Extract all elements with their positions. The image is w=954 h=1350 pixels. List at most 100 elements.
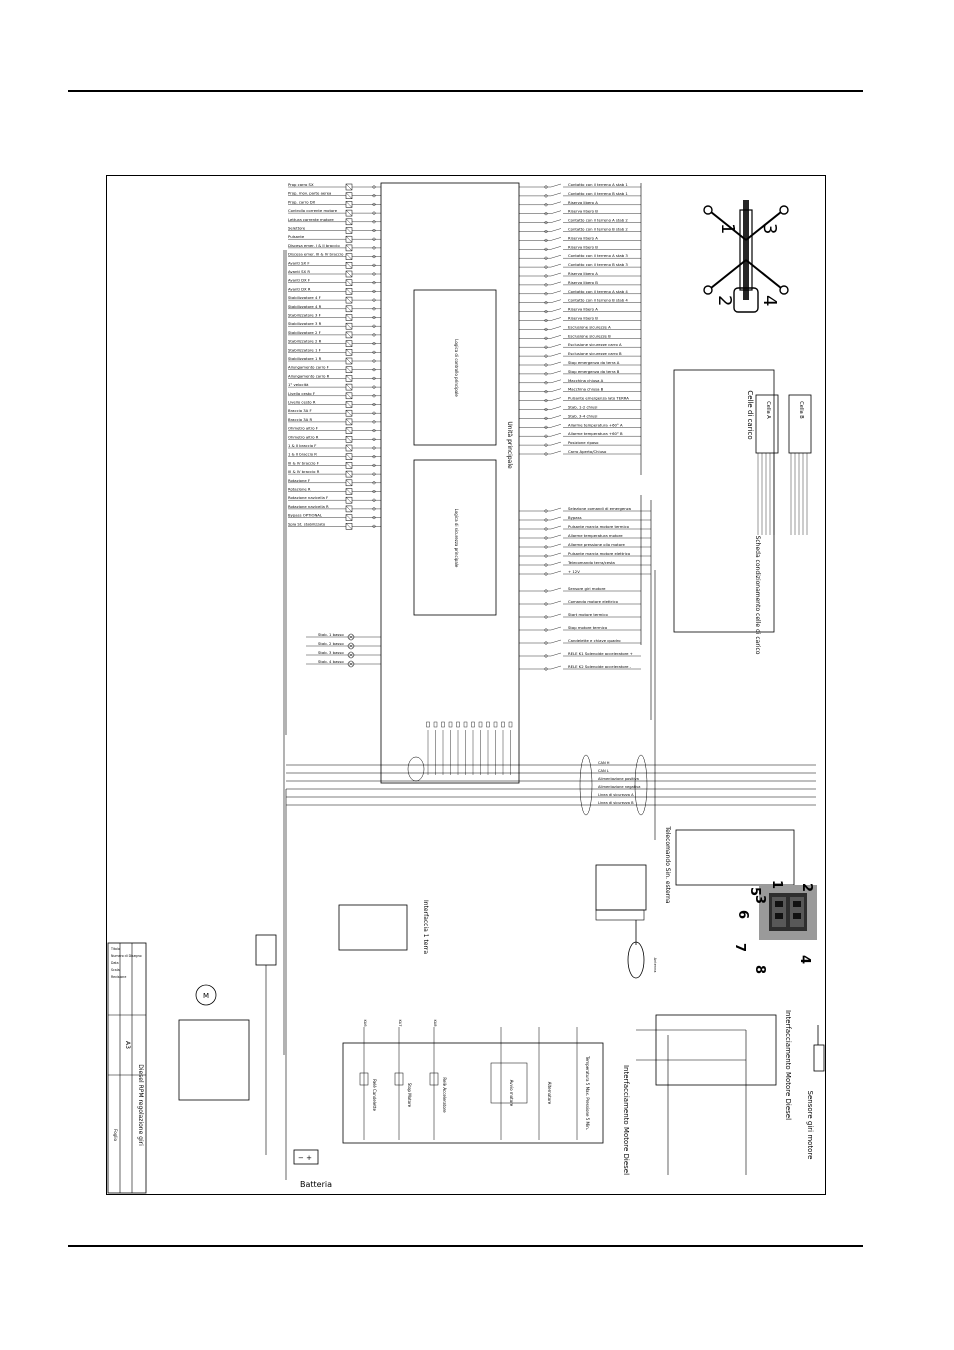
pin-icon (471, 721, 475, 728)
shield-ring-icon (579, 754, 593, 816)
relay-coil-icon (429, 1072, 439, 1086)
battery-label: Batteria (300, 1180, 332, 1189)
starter-label: Alternatore (547, 1082, 552, 1105)
relay-label: Relè Acceleratore (442, 1077, 447, 1113)
diesel-interlock-box (655, 1014, 777, 1086)
title-block-row-label: Scala (111, 968, 120, 972)
title-block (107, 942, 147, 1194)
left-input-label: Avanti DX F (288, 278, 310, 283)
right-output-label: Carro Aperto/Chiuso (568, 449, 607, 454)
left-input-label: Bypass OPTIONAL (288, 513, 323, 518)
contact-icon (550, 441, 562, 446)
contact-icon (550, 344, 562, 348)
right-output-label: Posizione riposo (568, 440, 599, 445)
contact-icon (550, 516, 562, 521)
cell-wires (757, 453, 808, 535)
rpm-sensor-label: Sensore giri motore (806, 1091, 814, 1160)
contact-icon (550, 507, 562, 512)
pin-icon (448, 721, 453, 728)
left-input-label: Spia St. stabilizzato (288, 521, 326, 526)
right-output-label: Riserva libero B (568, 316, 598, 321)
relay-label: Relè Candelette (372, 1079, 377, 1111)
cell-a-box (755, 394, 779, 454)
contact-icon (550, 281, 562, 286)
title-block-row-label: Data (111, 961, 119, 965)
right-output-label-3: Sensore giri motore (568, 586, 606, 591)
right-output-rows-2: Selezione comandi di emergenzaBypassPuls… (519, 506, 651, 576)
relay-coil-icon (359, 1072, 369, 1086)
starter-label: Avvio motore (509, 1080, 514, 1107)
contact-icon (550, 335, 562, 339)
contact-icon (550, 326, 562, 330)
right-output-label: Riserva libero B (568, 244, 598, 249)
connector-photo (759, 885, 817, 940)
sheet-label: Foglio (113, 1129, 118, 1141)
lamp-label: Stab. 3 basso (318, 650, 344, 655)
right-output-label-3: RELE K2 Solenoide acceleratore - (568, 664, 632, 669)
contact-icon (550, 424, 562, 428)
pin-icon (501, 721, 505, 728)
right-output-label: Stop emergenza da terra A (568, 360, 620, 365)
pin-icon (493, 721, 498, 728)
right-output-label-2: + 12V (568, 569, 580, 574)
lamp-label: Stab. 1 basso (318, 632, 344, 637)
right-output-label: Riserva libero A (568, 271, 598, 276)
right-output-label-2: Pulsante marcia motore termico (568, 524, 630, 529)
cell-b-label: Cella B (798, 401, 804, 419)
right-output-label: Riserva libero B (568, 209, 598, 214)
contact-icon (550, 534, 562, 539)
pin-icon (456, 721, 460, 728)
left-input-label: Stabilizzatore 1 F (288, 347, 321, 352)
left-input-label: Discesa emer. I & II braccio (288, 243, 340, 248)
left-input-label: Prop. carro DX (288, 199, 316, 204)
machine-pictogram (703, 200, 789, 313)
lamp-icon (347, 660, 355, 668)
right-output-label: Esclusione sicurezze carro B (568, 351, 622, 356)
title-text: Diesel RPM regolazione giri (137, 1064, 144, 1146)
right-output-rows: Contatto con il terreno A stab 1Contatto… (519, 182, 641, 456)
right-output-label-3: RELE K1 Solenoide acceleratore + (568, 651, 633, 656)
sheet-frame (106, 175, 826, 1195)
right-output-label: Riserva libero B (568, 280, 598, 285)
right-output-label: Riserva libero A (568, 307, 598, 312)
relay-wire-label: KA7 (398, 1019, 402, 1026)
left-input-label: Stabilizzatore 2 R (288, 339, 322, 344)
pin-icon (486, 721, 490, 728)
lamp-icon (347, 651, 355, 659)
contact-icon (550, 587, 562, 592)
left-input-label: Pulsante (288, 234, 305, 239)
right-output-label: Contatto con il terreno A stab 1 (568, 182, 628, 187)
left-input-label: Rotazione R (288, 487, 311, 492)
pin-icon (463, 721, 468, 728)
contact-icon (550, 450, 562, 455)
left-input-label: 1 & II braccio R (288, 452, 317, 457)
left-input-label: Avanti DX R (288, 286, 311, 291)
left-input-label: Stabilizzatore 4 F (288, 295, 321, 300)
diagram-canvas: Logica di controllo principale Logica di… (106, 175, 826, 1195)
right-output-label: Stop emergenza da terra B (568, 369, 620, 374)
relay-wire-label: KA8 (433, 1019, 437, 1027)
antenna-label: Antenna (653, 958, 657, 973)
left-input-label: Avanti SX F (288, 260, 310, 265)
title-block-row-label: Titolo (110, 947, 120, 951)
contact-icon (550, 370, 562, 375)
bus-label: CAN H (598, 761, 610, 765)
connector-number: 8 (752, 965, 767, 974)
contactor-box (255, 934, 277, 966)
contact-icon (550, 543, 562, 548)
shield-ring-icon (407, 756, 425, 782)
lamp-label: Stab. 2 basso (318, 641, 344, 646)
outrigger-number: 3 (759, 223, 780, 234)
right-output-label-3: Start motore termico (568, 612, 608, 617)
cell-b-box (788, 394, 812, 454)
right-output-label-2: Bypass (568, 515, 582, 520)
pin-icon (508, 721, 513, 728)
connector-number: 3 (752, 895, 767, 904)
connector-number: 6 (735, 910, 750, 919)
contact-icon (550, 246, 562, 250)
